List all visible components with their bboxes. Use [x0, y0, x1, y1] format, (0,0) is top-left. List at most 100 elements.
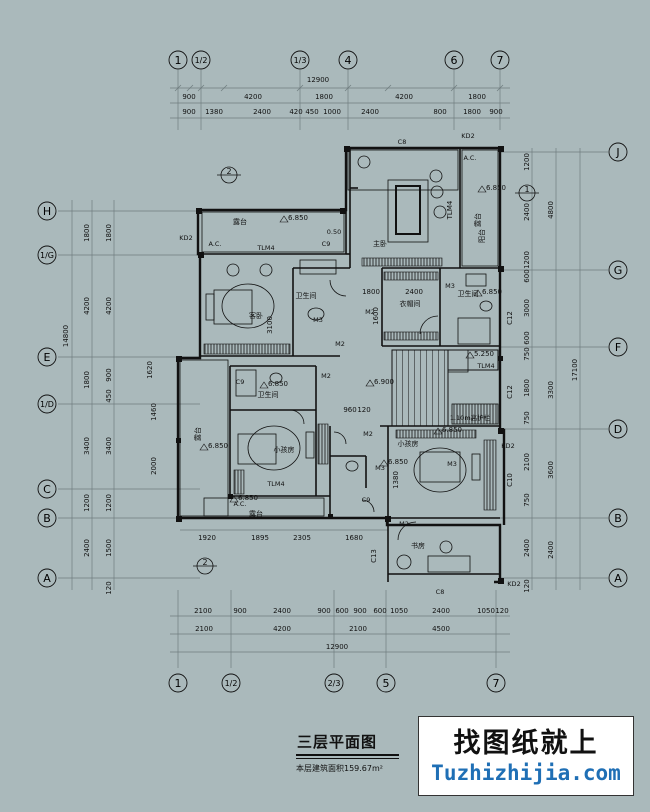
- tick: [296, 84, 304, 92]
- tag-2: KD2: [501, 442, 514, 450]
- dim-left-outer-0: 1800: [83, 224, 91, 242]
- dim-interior-6: 1460: [150, 403, 158, 421]
- dim-interior-3: 1680: [345, 534, 363, 542]
- dim-top-row1-2: 1800: [315, 93, 333, 101]
- axis-right-5: A: [614, 572, 622, 585]
- dim-interior-9: 120: [357, 406, 370, 414]
- dim-bot-row2-0: 2100: [194, 607, 212, 615]
- axis-left-4-circle: [37, 479, 57, 499]
- dim-right-inner-12: 120: [523, 579, 531, 592]
- dim-top-row2-9: 900: [489, 108, 502, 116]
- axis-left-1-circle: [37, 245, 57, 265]
- dim-right-inner-10: 750: [523, 493, 531, 506]
- staircase: [391, 349, 499, 427]
- dim-right-inner-4: 3000: [523, 299, 531, 317]
- dim-left-outer-5: 2400: [83, 539, 91, 557]
- tag-28: A.C.: [463, 154, 476, 162]
- dim-right-inner-11: 2400: [523, 539, 531, 557]
- dim-interior-4: 2400: [405, 288, 423, 296]
- tag-11: C8: [398, 138, 407, 146]
- dim-top-row1-3: 4200: [395, 93, 413, 101]
- dim-left-outer-4: 1200: [83, 494, 91, 512]
- room-balcony: 阳台: [477, 229, 486, 243]
- dim-interior-13: 1600: [372, 307, 380, 325]
- dim-right-outer-0: 4800: [547, 201, 555, 219]
- axis-right-2-circle: [608, 337, 628, 357]
- tag-25: M3: [447, 460, 457, 468]
- dim-right-outer-2: 3600: [547, 461, 555, 479]
- tag-27: A.C.: [233, 500, 246, 508]
- dim-bot-row2-1: 900: [233, 607, 246, 615]
- tag-9: C9: [236, 378, 245, 386]
- section-mark-2: 2: [202, 558, 207, 567]
- dim-top-row1-0: 900: [182, 93, 195, 101]
- tick: [450, 84, 458, 92]
- room-terrace-right: 露台: [473, 213, 482, 227]
- watermark-cn: 找图纸就上: [453, 728, 599, 759]
- level-marker: [229, 495, 239, 503]
- axis-bottom-2-circle: [324, 673, 344, 693]
- dim-bot-row2-9: 1050: [477, 607, 495, 615]
- level-4: 6.850: [238, 494, 258, 502]
- room-study: 书房: [411, 541, 425, 550]
- dim-left-inner-5: 1200: [105, 494, 113, 512]
- level-marker: [473, 289, 483, 297]
- dim-left-inner-3: 450: [105, 389, 113, 402]
- tick: [186, 84, 194, 92]
- dim-right-inner-5: 600: [523, 331, 531, 344]
- axis-left-1: 1/G: [40, 251, 54, 260]
- dim-right-total: 17100: [571, 359, 579, 381]
- tag-21: M2: [365, 308, 375, 316]
- level-marker: [259, 381, 269, 389]
- axis-top-1-circle: [191, 50, 211, 70]
- axis-top-5: 7: [497, 54, 504, 67]
- room-master-bedroom: 主卧: [373, 239, 387, 248]
- axis-top-2-circle: [290, 50, 310, 70]
- tag-5: TLM4: [256, 244, 274, 252]
- level-8: 6.900: [374, 378, 394, 386]
- tick: [344, 84, 352, 92]
- dim-right-inner-9: 2100: [523, 453, 531, 471]
- dim-right-inner-6: 750: [523, 347, 531, 360]
- floor-area-note: 本层建筑面积159.67m²: [296, 764, 383, 773]
- axis-bottom-3-circle: [376, 673, 396, 693]
- tag-4: TLM4: [446, 200, 454, 220]
- dim-bot-row1-0: 2100: [195, 625, 213, 633]
- tag-0: KD2: [461, 132, 474, 140]
- axis-right-4-circle: [608, 508, 628, 528]
- dim-top-row2-1: 1380: [205, 108, 223, 116]
- axis-bottom-4: 7: [493, 677, 500, 690]
- tag-16: C13: [370, 549, 378, 563]
- dim-interior-12: 1800: [362, 288, 380, 296]
- level-marker: [433, 427, 443, 435]
- axis-left-4: C: [43, 483, 51, 496]
- dim-top-row2-6: 2400: [361, 108, 379, 116]
- axis-right-5-circle: [608, 568, 628, 588]
- level-marker: [365, 379, 375, 387]
- axis-bottom-1: 1/2: [225, 679, 238, 688]
- tag-12: C8: [436, 588, 445, 596]
- wardrobes: [203, 257, 497, 511]
- room-bathroom-guest: 卫生间: [296, 291, 317, 300]
- tag-6: TLM4: [266, 480, 284, 488]
- dim-bot-row2-5: 900: [353, 607, 366, 615]
- dim-interior-7: 1620: [146, 361, 154, 379]
- axis-top-2: 1/3: [294, 56, 307, 65]
- inner-walls: [200, 148, 500, 582]
- axis-top-4: 6: [451, 54, 458, 67]
- dim-bot-row2-2: 2400: [273, 607, 291, 615]
- dim-top-row2-3: 420: [289, 108, 302, 116]
- axis-left-2: E: [44, 351, 51, 364]
- dim-top-row2-8: 1800: [463, 108, 481, 116]
- level-marker: [199, 443, 209, 451]
- section-mark-1: 2: [226, 167, 231, 176]
- dim-interior-8: 960: [343, 406, 356, 414]
- tick: [197, 84, 205, 92]
- tag-17: M2: [335, 340, 345, 348]
- dim-left-inner-7: 120: [105, 581, 113, 594]
- dim-top-row2-7: 800: [433, 108, 446, 116]
- watermark-box: 找图纸就上 Tuzhizhijia.com: [418, 716, 634, 796]
- axis-right-3-circle: [608, 419, 628, 439]
- watermark-url: Tuzhizhijia.com: [431, 761, 621, 785]
- axis-top-3: 4: [345, 54, 352, 67]
